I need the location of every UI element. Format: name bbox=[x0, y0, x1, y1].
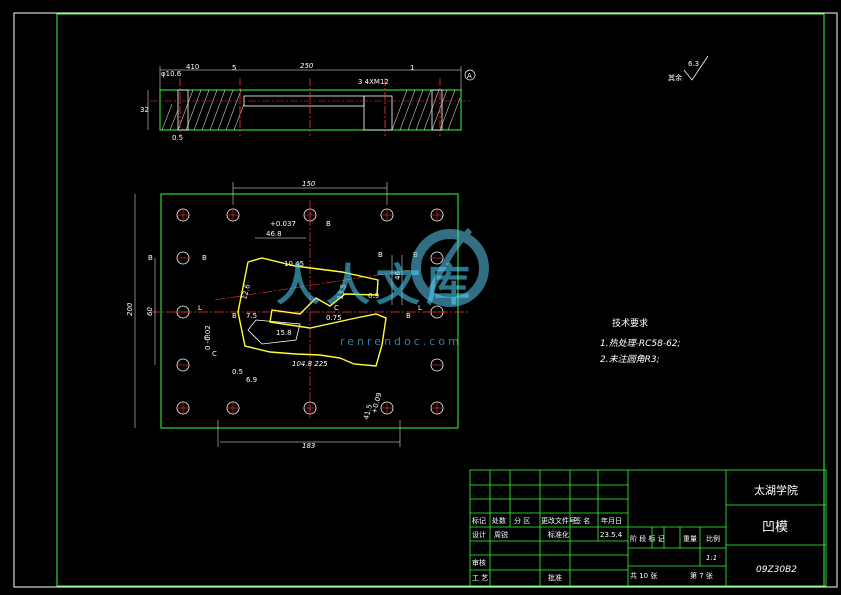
title-block bbox=[469, 469, 827, 587]
tb-school: 太湖学院 bbox=[754, 483, 798, 497]
plan-label-b1: B bbox=[148, 254, 153, 262]
tb-jieduan: 阶 段 标 记 bbox=[630, 534, 665, 543]
plan-dim-150: 150 bbox=[302, 180, 316, 188]
watermark-text: 人人文库 bbox=[276, 260, 476, 311]
dim-d3: 0.5 bbox=[172, 134, 183, 142]
dim-length: 250 bbox=[300, 62, 314, 70]
tb-date: 23.5.4 bbox=[600, 531, 623, 539]
plan-label-b2: B bbox=[202, 254, 207, 262]
section-view bbox=[147, 66, 476, 136]
tb-chushu: 处数 bbox=[492, 516, 506, 525]
plan-dim-10: 10.45 bbox=[284, 260, 304, 268]
plan-dim-46: 46 bbox=[394, 271, 402, 280]
notes-title: 技术要求 bbox=[612, 317, 648, 329]
plan-dim-69: 6.9 bbox=[246, 376, 257, 384]
dim-thread: 3 4XM12 bbox=[358, 78, 389, 86]
plan-label-c1: C bbox=[334, 304, 339, 312]
plan-dim-075: 0.75 bbox=[326, 314, 342, 322]
plan-dim-183: 183 bbox=[302, 442, 315, 450]
circle-ref-a: A bbox=[467, 72, 472, 80]
tb-gongyi: 工 艺 bbox=[472, 574, 488, 582]
watermark-url: renrendoc.com bbox=[340, 335, 462, 348]
tb-di: 第 7 张 bbox=[690, 571, 713, 580]
tb-part-name: 凹模 bbox=[762, 520, 788, 535]
plan-label-b3: B bbox=[378, 251, 383, 259]
tb-sheji: 设计 bbox=[472, 530, 486, 539]
plan-label-b6: B bbox=[406, 312, 411, 320]
dim-d1: 410 bbox=[186, 63, 199, 71]
dim-d5: 1 bbox=[410, 64, 414, 72]
tb-sheji-name: 周锐 bbox=[494, 530, 508, 539]
plan-dim-002: 0 -0.02 bbox=[204, 325, 212, 350]
tb-scale: 1:1 bbox=[706, 554, 717, 562]
tb-nianyueri: 年月日 bbox=[601, 516, 622, 525]
tb-fenqu: 分 区 bbox=[514, 516, 530, 525]
plan-dim-13: 13.5 bbox=[336, 283, 348, 300]
tb-pizhun: 批准 bbox=[548, 573, 562, 582]
drawing-frame bbox=[56, 13, 825, 587]
plan-label-l2: L bbox=[418, 304, 422, 312]
tb-zhang: 共 10 张 bbox=[630, 571, 657, 580]
dim-d4: 5 bbox=[232, 64, 236, 72]
plan-label-l1: L bbox=[198, 304, 202, 312]
plan-view bbox=[134, 182, 470, 447]
plan-dim-200: 200 bbox=[126, 302, 134, 316]
watermark-logo bbox=[411, 227, 489, 307]
plan-label-c2: C bbox=[204, 334, 209, 342]
roughness-symbol bbox=[683, 55, 709, 81]
tb-biaoji: 标记 bbox=[472, 516, 486, 525]
notes-item-2: 2.未注圆角R3; bbox=[600, 354, 660, 365]
dim-d2: φ10.6 bbox=[161, 70, 182, 78]
plan-dim-225: 104.8 225 bbox=[292, 360, 328, 368]
tb-drawing-no: 09Z30B2 bbox=[756, 565, 797, 575]
plan-dim-12: 12.6 bbox=[240, 283, 252, 301]
plan-label-b5: B bbox=[232, 312, 237, 320]
notes-item-1: 1.热处理-RC58-62; bbox=[600, 338, 681, 349]
plan-dim-75: 7.5 bbox=[246, 312, 257, 320]
tb-qianming: 签 名 bbox=[574, 516, 590, 525]
roughness-label: 其余 bbox=[668, 73, 682, 82]
outer-frame bbox=[13, 12, 838, 588]
tb-shenhe: 审核 bbox=[472, 558, 486, 567]
dim-height: 32 bbox=[140, 106, 149, 114]
roughness-value: 6.3 bbox=[688, 60, 699, 68]
plan-label-c3: C bbox=[212, 350, 217, 358]
plan-dim-15: 15.8 bbox=[276, 329, 292, 337]
plan-dim-09: 0.9 bbox=[368, 292, 379, 300]
tb-zhongliang: 重量 bbox=[683, 535, 697, 543]
plan-dim-60: 60 bbox=[146, 307, 154, 316]
plan-label-b7: B bbox=[326, 220, 331, 228]
tb-gengai: 更改文件号 bbox=[541, 516, 576, 525]
plan-dim-468: 46.8 bbox=[266, 230, 282, 238]
tb-bili: 比例 bbox=[706, 534, 720, 543]
tb-biaozhunhua: 标准化 bbox=[548, 530, 569, 539]
plan-dim-05: 0.5 bbox=[232, 368, 243, 376]
plan-dim-41: 41.5 bbox=[362, 403, 374, 420]
plan-dim-037: +0.037 bbox=[270, 220, 296, 228]
